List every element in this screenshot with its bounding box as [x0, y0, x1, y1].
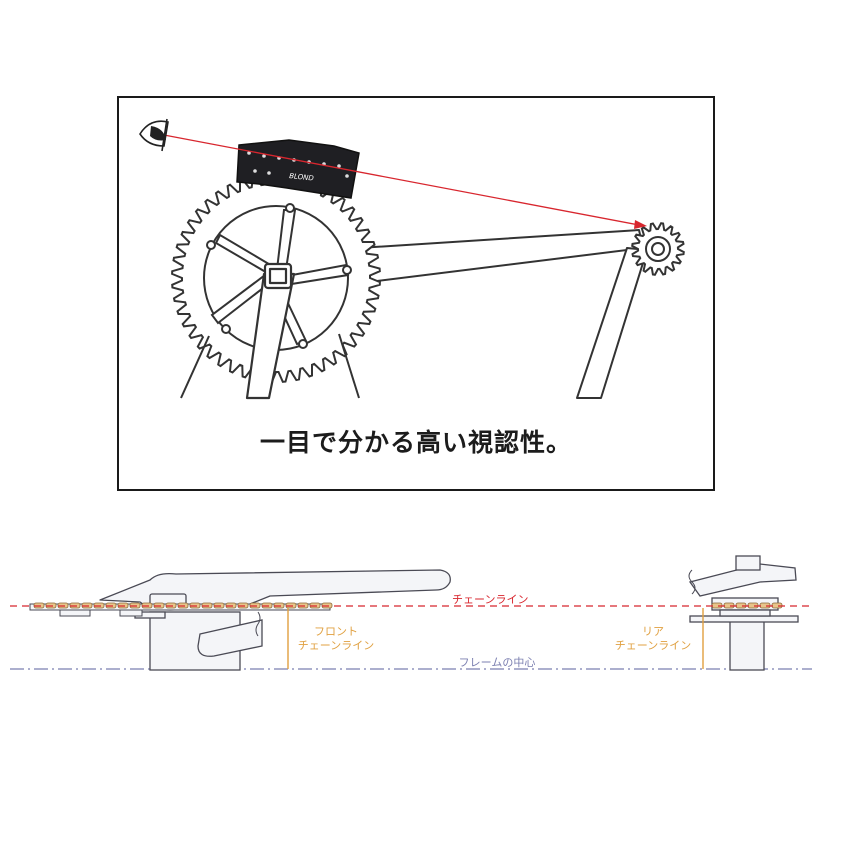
- illustration-panel: BLOND 一目で分かる高い視認性。: [117, 96, 715, 491]
- chainline-check-illustration: BLOND: [139, 118, 685, 400]
- sight-line-arrowhead: [634, 220, 647, 229]
- front-chainline-label-2: チェーンライン: [298, 639, 374, 652]
- sight-line: [163, 134, 640, 226]
- chain-line-label: チェーンライン: [452, 593, 528, 606]
- front-chainring-side: [29, 602, 333, 617]
- chainring-bolts: [206, 203, 352, 349]
- rear-hub-side: [688, 555, 799, 671]
- tool-brand-text: BLOND: [289, 172, 315, 183]
- chainstay: [358, 229, 644, 283]
- chainline-diagram-svg: チェーンライン フロント チェーンライン リア チェーンライン フレームの中心: [10, 555, 812, 671]
- frame-center-label: フレームの中心: [459, 656, 536, 669]
- bottom-bracket: [134, 611, 263, 671]
- crank-arm: [245, 262, 296, 400]
- rear-chainline-label-1: リア: [642, 625, 664, 638]
- chainline-diagram: チェーンライン フロント チェーンライン リア チェーンライン フレームの中心: [0, 550, 844, 694]
- caption-text: 一目で分かる高い視認性。: [259, 428, 572, 457]
- rear-chainline-label-2: チェーンライン: [615, 639, 691, 652]
- eye-icon: [139, 118, 169, 152]
- rear-chain: [711, 602, 783, 609]
- front-chainline-label-1: フロント: [314, 625, 358, 638]
- seatstay: [576, 247, 648, 399]
- rear-hub: [645, 236, 671, 262]
